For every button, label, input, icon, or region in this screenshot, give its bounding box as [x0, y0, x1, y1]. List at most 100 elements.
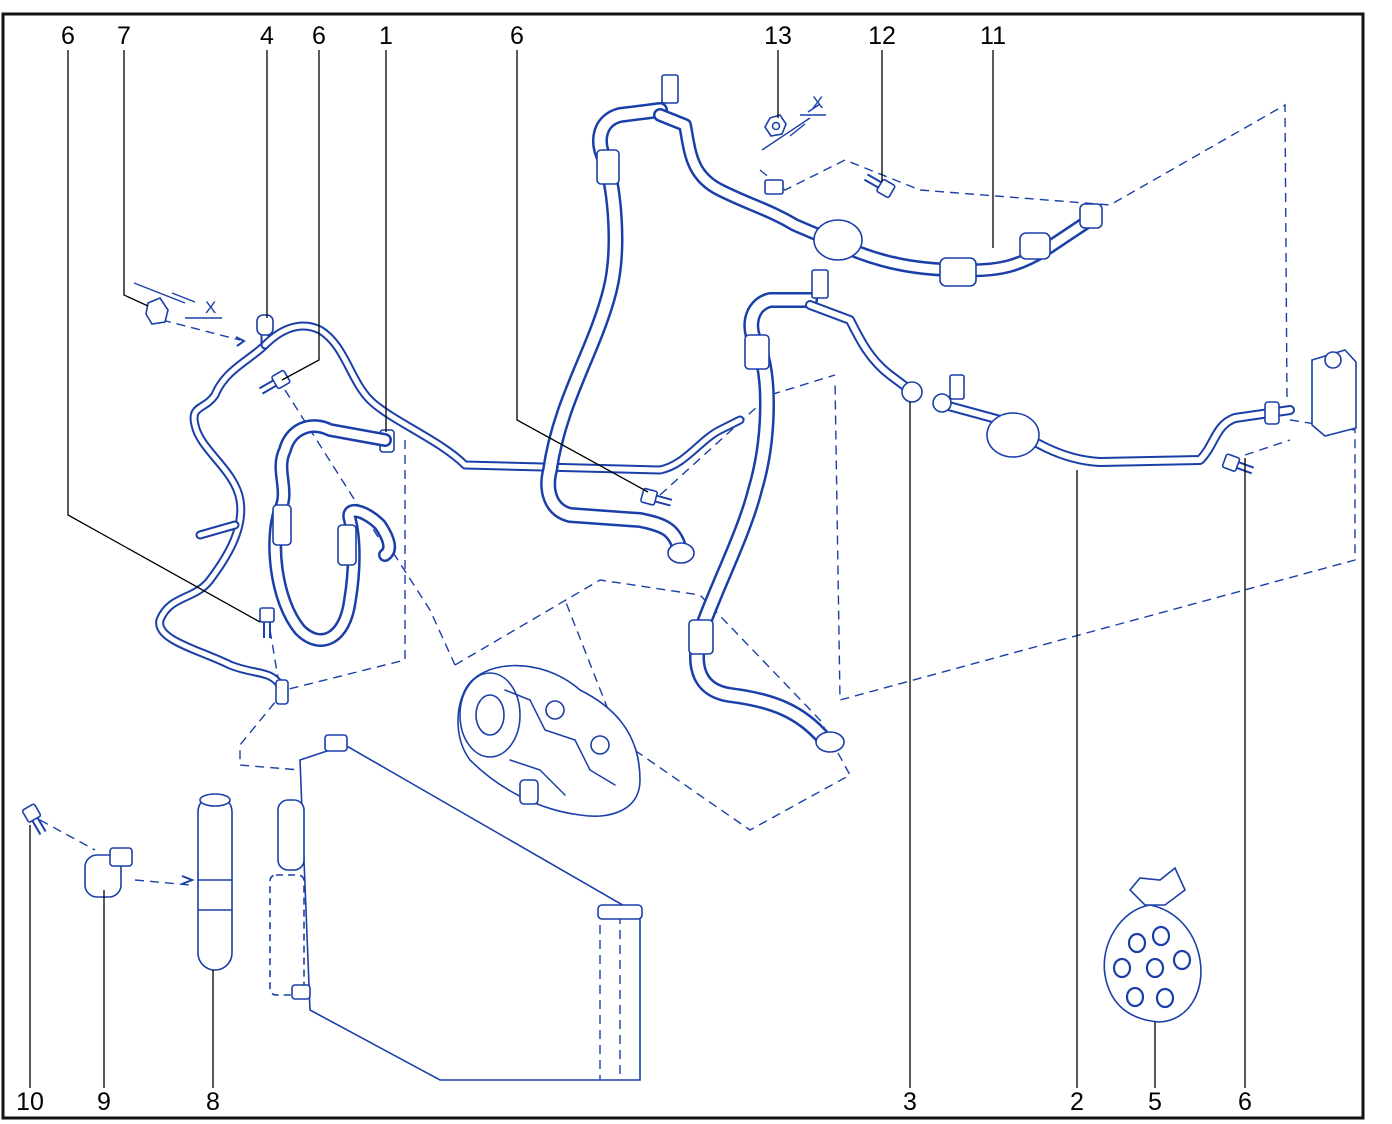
pipe-2-end-fitting: [1264, 401, 1280, 425]
callout-1: 1: [379, 22, 393, 50]
leader-6a: [67, 50, 261, 623]
hose-mid-end-fitting: [667, 542, 695, 564]
compressor-pulley-hub: [475, 694, 505, 736]
bolt-icon: [259, 607, 275, 638]
line-art: X X: [21, 74, 1357, 1081]
hose-3-bracket: [811, 269, 829, 299]
callout-13: 13: [764, 22, 792, 50]
compressor-detail: [504, 689, 616, 796]
guide-condenser-right: [834, 379, 1356, 701]
receiver-dryer-band-a: [198, 879, 232, 911]
callout-6-top-left: 6: [61, 22, 75, 50]
hose-mid-sleeve: [596, 149, 620, 185]
callout-3: 3: [903, 1088, 917, 1116]
pipe-2-muffler: [986, 412, 1040, 458]
condenser-left-tank-lower: [269, 874, 305, 996]
clip-icon: [133, 282, 246, 347]
pipe-4-cap: [256, 314, 274, 336]
receiver-dryer-body: [197, 794, 233, 971]
loop-hose-sleeve-a: [272, 504, 292, 546]
callout-12: 12: [868, 22, 896, 50]
torque-mark-left: X: [205, 298, 216, 317]
o-ring-icon: [1155, 987, 1175, 1009]
pipe-4-bottom-fitting: [275, 679, 289, 705]
hose-3-bottom-fitting: [815, 731, 845, 753]
callout-6-bottom-right: 6: [1238, 1088, 1252, 1116]
pipe-4-inner: [157, 327, 283, 688]
callout-2: 2: [1070, 1088, 1084, 1116]
dryer-clip-tab: [109, 847, 133, 867]
loop-hose-inner: [270, 421, 394, 645]
nut-icon: [761, 103, 821, 151]
pipe-1-inner: [262, 323, 743, 473]
guide-right-bolt: [1244, 439, 1291, 456]
callout-8: 8: [206, 1088, 220, 1116]
guide-top-right: [759, 103, 1288, 401]
hose-3-sleeve-top: [744, 334, 770, 370]
o-ring-icon: [1112, 957, 1132, 979]
callout-6-top-middle: 6: [510, 22, 524, 50]
hose-11-sleeve-a: [939, 257, 977, 287]
pipe-branch-inner: [197, 522, 238, 538]
condenser-right-side: [599, 910, 621, 1080]
dryer-clip: [84, 847, 195, 898]
seal-bag-icon: [1103, 866, 1202, 1023]
pipe-assembly-left: [155, 314, 745, 705]
guide-left-vertical: [239, 440, 406, 771]
callout-6-top-second: 6: [312, 22, 326, 50]
bolt-icon: [1221, 453, 1255, 475]
compressor: [457, 664, 641, 817]
callout-4: 4: [260, 22, 274, 50]
condenser: [269, 734, 643, 1081]
hose-3-sleeve-bottom: [688, 619, 714, 655]
o-ring-icon: [1125, 986, 1145, 1008]
pipe-2-assembly: [932, 349, 1357, 467]
leader-lines: [29, 50, 1246, 1088]
callout-11: 11: [980, 22, 1006, 50]
receiver-dryer-cap: [199, 793, 231, 807]
bolt-icon: [258, 369, 291, 395]
leader-6c: [516, 50, 649, 493]
o-ring-icon: [1145, 957, 1165, 979]
diagram-frame: [1, 12, 1365, 1120]
compressor-port-b: [590, 735, 610, 755]
seal-bag-outline: [1103, 904, 1202, 1023]
hose-11-bracket: [764, 179, 784, 195]
bolts: [21, 173, 1255, 836]
leader-7: [123, 50, 149, 307]
hose-11-end-fitting: [1079, 203, 1103, 229]
bolt-icon: [863, 173, 896, 199]
callout-5: 5: [1148, 1088, 1162, 1116]
expansion-valve-port: [1324, 351, 1342, 369]
loop-hose-sleeve-b: [337, 524, 357, 566]
loop-hose: [268, 419, 397, 647]
guide-dryer-clip: [39, 819, 191, 886]
seal-bag-o-rings: [1112, 925, 1192, 1009]
hose-3-end-ring: [901, 381, 923, 403]
condenser-top-fitting: [324, 734, 348, 752]
callout-7: 7: [117, 22, 131, 50]
compressor-valve: [519, 779, 539, 805]
hose-3-assembly: [688, 269, 923, 753]
hose-mid-bracket-top: [661, 74, 679, 104]
leader-6b: [281, 50, 320, 381]
callout-numbers: 6 7 4 6 1 6 13 12 11 10 9 8 3 2 5 6: [16, 22, 1252, 1116]
receiver-dryer: [197, 793, 233, 971]
o-ring-icon: [1151, 925, 1171, 947]
guide-clip-arrow: [161, 319, 241, 341]
callout-10: 10: [16, 1088, 44, 1116]
o-ring-icon: [1172, 949, 1192, 971]
guide-hose-to-compressor: [384, 539, 456, 666]
bolt-icon: [21, 803, 47, 836]
compressor-port-a: [545, 700, 565, 720]
callout-9: 9: [97, 1088, 111, 1116]
condenser-right-fitting: [597, 904, 643, 920]
seal-bag-neck: [1128, 866, 1186, 906]
bolt-icon: [640, 487, 673, 507]
pipe-2-end-cap: [932, 393, 952, 413]
pipe-2-bracket: [949, 374, 965, 400]
condenser-left-tank: [277, 799, 305, 871]
o-ring-icon: [1127, 932, 1147, 954]
hose-11-assembly: [653, 108, 1103, 287]
